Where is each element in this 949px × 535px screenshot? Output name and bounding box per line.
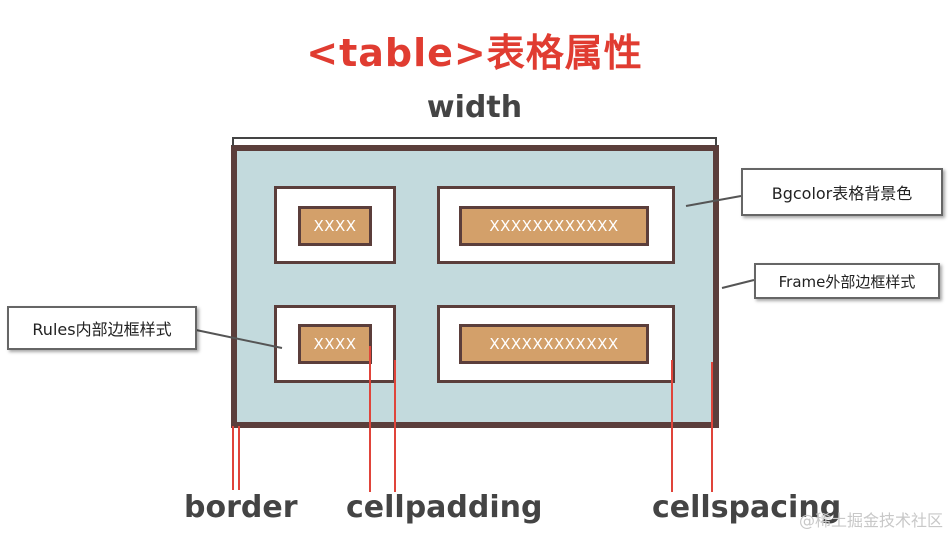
guide-lines bbox=[232, 346, 713, 492]
diagram-title: <table>表格属性 bbox=[306, 31, 643, 75]
frame-pointer bbox=[721, 279, 755, 289]
bgcolor-pointer bbox=[685, 195, 742, 207]
cell-content: XXXX bbox=[298, 324, 372, 364]
callout-frame: Frame外部边框样式 bbox=[754, 263, 940, 299]
cellpadding-label: cellpadding bbox=[346, 490, 543, 525]
callout-rules: Rules内部边框样式 bbox=[7, 306, 197, 350]
rules-pointer bbox=[195, 329, 283, 349]
watermark: @稀土掘金技术社区 bbox=[798, 511, 943, 530]
cellspacing-label: cellspacing bbox=[652, 490, 842, 525]
border-label: border bbox=[184, 490, 298, 525]
width-bracket bbox=[232, 137, 717, 146]
cell-content: XXXXXXXXXXXX bbox=[459, 206, 649, 246]
cell-content: XXXXXXXXXXXX bbox=[459, 324, 649, 364]
width-label: width bbox=[426, 90, 523, 125]
callout-bgcolor: Bgcolor表格背景色 bbox=[741, 168, 943, 216]
cell-content: XXXX bbox=[298, 206, 372, 246]
